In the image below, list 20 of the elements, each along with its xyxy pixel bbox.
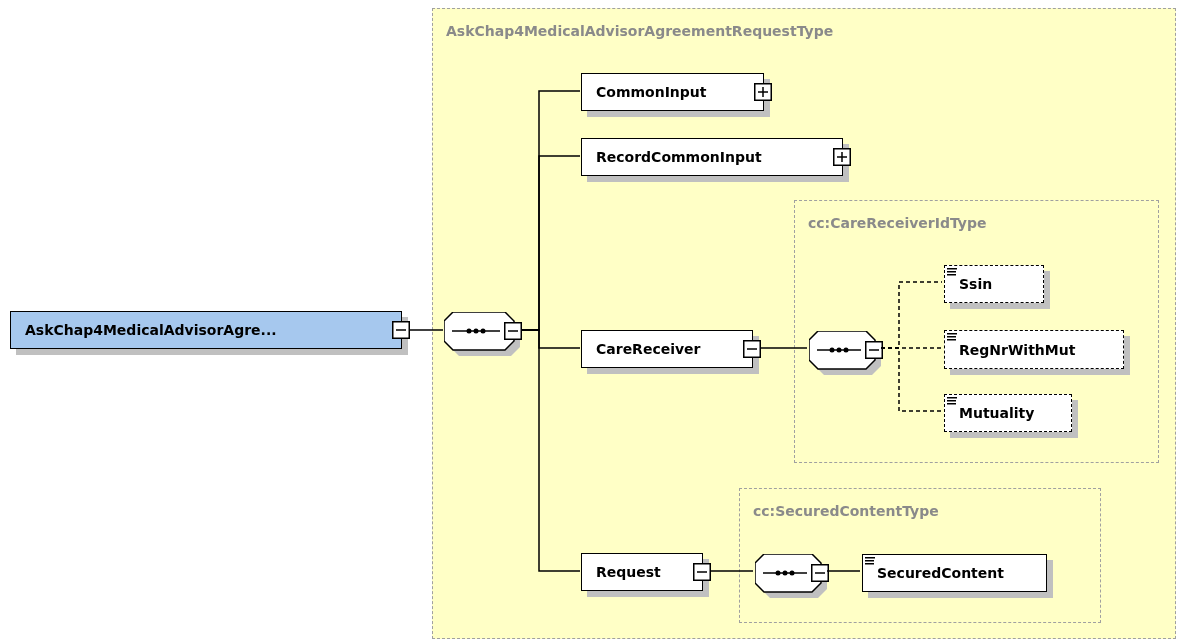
type-name: cc:SecuredContentType — [753, 503, 939, 519]
type-name: cc:CareReceiverIdType — [808, 215, 987, 231]
element-name: Request — [596, 564, 661, 580]
type-group-box — [739, 488, 1101, 623]
element-name: RecordCommonInput — [596, 149, 762, 165]
element-name: RegNrWithMut — [959, 341, 1076, 358]
element-name: Mutuality — [959, 405, 1035, 421]
element-name: CommonInput — [596, 84, 707, 100]
type-group-box — [794, 200, 1159, 463]
connector-line — [409, 329, 444, 331]
element-name: AskChap4MedicalAdvisorAgre... — [25, 322, 277, 338]
connector-line — [880, 347, 943, 412]
connector-line — [709, 570, 754, 572]
element-name: CareReceiver — [596, 341, 701, 357]
type-group-box — [432, 8, 1176, 639]
connector-line — [826, 570, 861, 572]
element-name: SecuredContent — [877, 565, 1004, 581]
connector-line — [759, 347, 808, 349]
element-name: Ssin — [959, 276, 993, 292]
type-name: AskChap4MedicalAdvisorAgreementRequestType — [446, 23, 834, 39]
